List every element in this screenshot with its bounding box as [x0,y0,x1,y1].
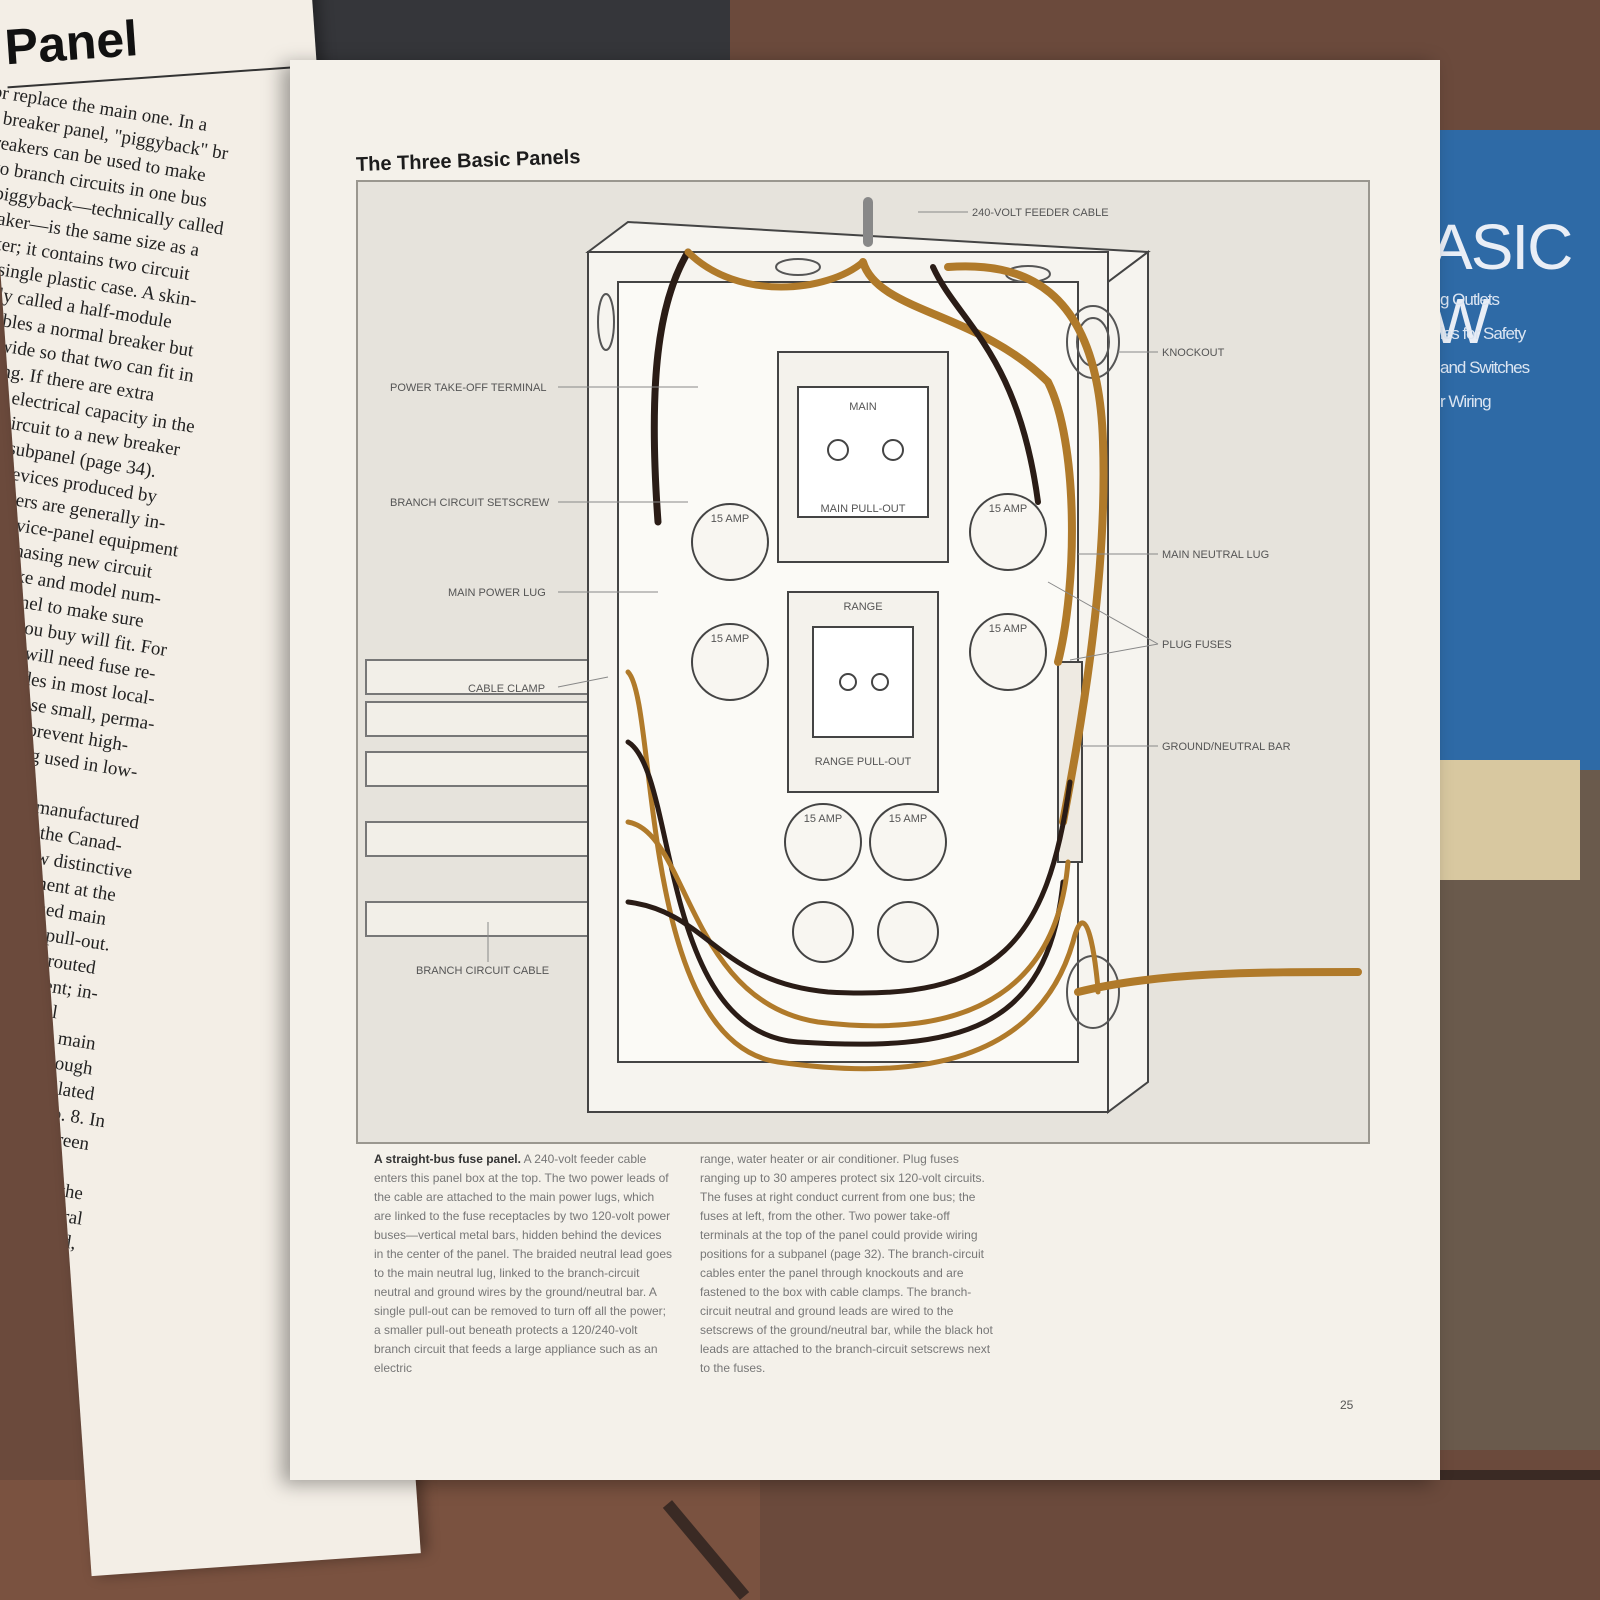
fuse-amp-labels: 15 AMP 15 AMP 15 AMP 15 AMP 15 AMP 15 AM… [711,503,1028,825]
fuse-amp-label: 15 AMP [989,623,1028,635]
range-pullout-label: RANGE PULL-OUT [815,756,912,768]
callout-cable-clamp: CABLE CLAMP [468,683,545,695]
background-book-line: r Wiring [1440,392,1492,411]
caption-text-1: A 240-volt feeder cable enters this pane… [374,1152,672,1375]
branch-cables [365,659,607,937]
background-book-line: les for Safety [1440,324,1526,343]
left-page-line: ged, then plugged in one by one, so [0,1365,58,1429]
wires [625,197,1362,1072]
caption-title: A straight-bus fuse panel. [374,1152,521,1166]
fuse-amp-label: 15 AMP [989,503,1028,515]
callout-feeder-cable: 240-VOLT FEEDER CABLE [972,207,1109,219]
range-pull-out [787,591,939,793]
fuse-amp-label: 15 AMP [804,813,843,825]
main-pull-out [777,351,949,563]
callout-ground-neutral-bar: GROUND/NEUTRAL BAR [1162,741,1291,753]
left-page-title: Panel [2,10,140,76]
panel-diagram: MAIN MAIN PULL-OUT RANGE RANGE PULL-OUT [365,197,1362,1114]
callout-branch-setscrew: BRANCH CIRCUIT SETSCREW [390,497,550,509]
left-page-line: they do not overload the system by [0,1390,51,1453]
right-page: The Three Basic Panels [290,60,1440,1480]
callout-branch-cable: BRANCH CIRCUIT CABLE [416,965,549,977]
background-book: ASIC W g Outlets les for Safety and Swit… [1430,130,1600,1450]
caption-text-2: range, water heater or air conditioner. … [700,1152,993,1375]
left-page-line: ing simultaneously when the power [0,1415,51,1478]
background-book-title: ASIC W [1430,211,1573,357]
background-book-lower [1440,770,1600,1450]
callout-plug-fuses: PLUG FUSES [1162,639,1232,651]
background-book-strip [1440,760,1580,880]
main-label: MAIN [849,401,877,413]
caption-column-1: A straight-bus fuse panel. A 240-volt fe… [374,1150,674,1378]
callout-main-neutral-lug: MAIN NEUTRAL LUG [1162,549,1269,561]
fuse-amp-label: 15 AMP [711,633,750,645]
section-heading: The Three Basic Panels [355,146,581,176]
plug-fuses [691,493,1047,963]
fuse-amp-label: 15 AMP [889,813,928,825]
caption-column-2: range, water heater or air conditioner. … [700,1150,1000,1378]
panel-illustration: MAIN MAIN PULL-OUT RANGE RANGE PULL-OUT [356,180,1370,1144]
background-book-line: and Switches [1440,358,1530,377]
callout-power-takeoff: POWER TAKE-OFF TERMINAL [390,382,546,394]
background-book-line: g Outlets [1440,290,1500,309]
main-pullout-label: MAIN PULL-OUT [821,503,906,515]
page-number: 25 [1340,1398,1354,1412]
callout-leaders [487,211,1159,962]
callout-main-power-lug: MAIN POWER LUG [448,587,546,599]
range-label: RANGE [843,601,882,613]
fuse-amp-label: 15 AMP [711,513,750,525]
callout-knockout: KNOCKOUT [1162,347,1225,359]
